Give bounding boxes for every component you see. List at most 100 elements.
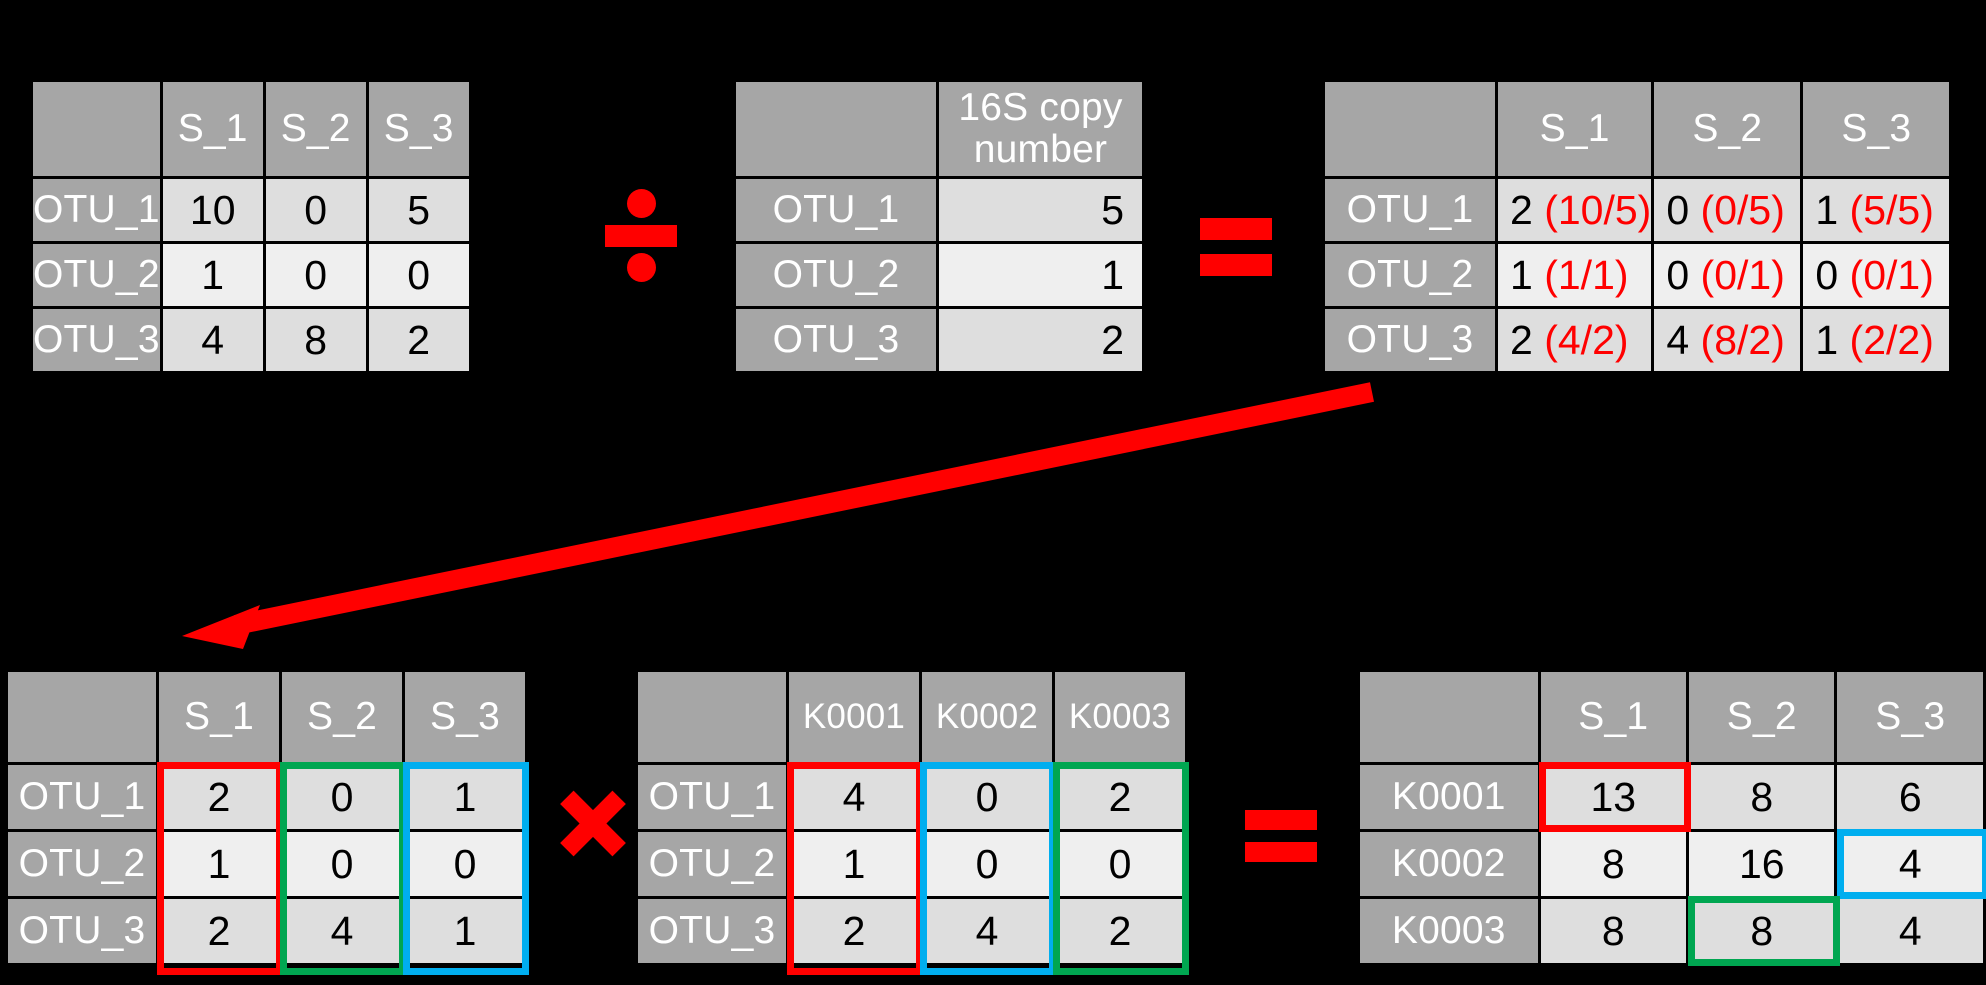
row-label-otu2: OTU_2	[33, 244, 160, 306]
otu-count-table: S_1 S_2 S_3 OTU_1 10 0 5 OTU_2 1 0 0 OTU…	[30, 79, 472, 374]
normalized-otu-sample-table: S_1 S_2 S_3 OTU_1 2 0 1 OTU_2 1 0 0 OTU_…	[5, 669, 528, 966]
column-header-s2: S_2	[282, 672, 402, 762]
value: 2	[1510, 316, 1533, 363]
divide-dot-top	[627, 189, 656, 218]
cell-otu2-s1: 1	[162, 244, 263, 306]
normalized-otu-table: S_1 S_2 S_3 OTU_1 2 (10/5) 0 (0/5) 1 (5/…	[1322, 79, 1953, 374]
cell-otu3-s1: 4	[162, 309, 263, 371]
fraction-note: (1/1)	[1544, 251, 1629, 298]
row-label-otu1: OTU_1	[1325, 179, 1495, 241]
cell-k0003-s3: 4	[1837, 899, 1983, 963]
table-row: OTU_1 2 (10/5) 0 (0/5) 1 (5/5)	[1325, 179, 1950, 241]
fraction-note: (0/1)	[1700, 251, 1785, 298]
corner-cell	[1325, 82, 1495, 176]
equals-operator-icon-bottom	[1245, 810, 1317, 868]
multiply-operator-icon	[556, 786, 630, 860]
fraction-note: (10/5)	[1544, 186, 1652, 233]
row-label-otu3: OTU_3	[1325, 309, 1495, 371]
row-label-k0002: K0002	[1360, 832, 1538, 896]
column-header-s2: S_2	[1654, 82, 1801, 176]
column-header-s2: S_2	[265, 82, 366, 176]
ko-sample-table: S_1 S_2 S_3 K0001 13 8 6 K0002 8 16 4 K0…	[1357, 669, 1986, 966]
cell-otu3-copies: 2	[939, 309, 1142, 371]
value: 1	[1510, 251, 1533, 298]
row-label-k0003: K0003	[1360, 899, 1538, 963]
value: 1	[1815, 316, 1839, 363]
cell-otu1-k0003: 2	[1055, 765, 1185, 829]
cell-k0002-s3: 4	[1837, 832, 1983, 896]
cell-k0001-s2: 8	[1689, 765, 1835, 829]
row-label-otu1: OTU_1	[638, 765, 786, 829]
row-label-otu2: OTU_2	[8, 832, 156, 896]
cell-otu3-k0001: 2	[789, 899, 919, 963]
row-label-otu1: OTU_1	[736, 179, 936, 241]
table-header-row: 16S copy number	[736, 82, 1142, 176]
column-header-k0001: K0001	[789, 672, 919, 762]
corner-cell	[736, 82, 936, 176]
cell-otu2-s3: 0	[368, 244, 469, 306]
table-row: K0003 8 8 4	[1360, 899, 1983, 963]
cell-otu2-s2: 0	[282, 832, 402, 896]
cell-otu2-s1: 1	[159, 832, 279, 896]
cell-k0002-s2: 16	[1689, 832, 1835, 896]
table-header-row: S_1 S_2 S_3	[8, 672, 525, 762]
row-label-otu1: OTU_1	[33, 179, 160, 241]
column-header-s2: S_2	[1689, 672, 1835, 762]
corner-cell	[33, 82, 160, 176]
fraction-note: (0/1)	[1849, 251, 1934, 298]
cell-otu2-k0002: 0	[922, 832, 1052, 896]
cell-otu3-s1: 2 (4/2)	[1498, 309, 1652, 371]
equals-bar-bottom	[1245, 842, 1317, 862]
equals-bar-bottom	[1200, 254, 1272, 276]
cell-otu1-k0001: 4	[789, 765, 919, 829]
cell-otu2-s2: 0	[265, 244, 366, 306]
row-label-otu1: OTU_1	[8, 765, 156, 829]
cell-otu1-s2: 0	[282, 765, 402, 829]
table-row: K0001 13 8 6	[1360, 765, 1983, 829]
cell-otu3-s1: 2	[159, 899, 279, 963]
fraction-note: (4/2)	[1544, 316, 1629, 363]
cell-otu1-k0002: 0	[922, 765, 1052, 829]
column-header-s1: S_1	[159, 672, 279, 762]
copy-number-table: 16S copy number OTU_1 5 OTU_2 1 OTU_3 2	[733, 79, 1145, 374]
cell-otu3-k0003: 2	[1055, 899, 1185, 963]
table-row: OTU_2 1 (1/1) 0 (0/1) 0 (0/1)	[1325, 244, 1950, 306]
cell-otu3-s3: 1 (2/2)	[1803, 309, 1950, 371]
table-row: OTU_2 1 0 0	[638, 832, 1185, 896]
fraction-note: (5/5)	[1849, 186, 1934, 233]
row-label-otu2: OTU_2	[1325, 244, 1495, 306]
cell-otu1-s3: 1 (5/5)	[1803, 179, 1950, 241]
flow-arrow-graphic	[182, 382, 1375, 649]
cell-otu1-s3: 1	[405, 765, 525, 829]
corner-cell	[1360, 672, 1538, 762]
divide-bar	[605, 225, 677, 247]
table-row: OTU_2 1 0 0	[33, 244, 469, 306]
cell-otu3-s3: 2	[368, 309, 469, 371]
equals-bar-top	[1200, 218, 1272, 240]
column-header-s1: S_1	[162, 82, 263, 176]
cell-otu1-s3: 5	[368, 179, 469, 241]
corner-cell	[638, 672, 786, 762]
column-header-s3: S_3	[1837, 672, 1983, 762]
table-row: OTU_3 2 (4/2) 4 (8/2) 1 (2/2)	[1325, 309, 1950, 371]
cell-otu1-copies: 5	[939, 179, 1142, 241]
table-header-row: S_1 S_2 S_3	[1325, 82, 1950, 176]
divide-dot-bottom	[627, 253, 656, 282]
table-row: OTU_3 2 4 2	[638, 899, 1185, 963]
column-header-s1: S_1	[1498, 82, 1652, 176]
column-header-k0003: K0003	[1055, 672, 1185, 762]
cell-otu1-s2: 0	[265, 179, 366, 241]
value: 1	[1815, 186, 1839, 233]
cell-k0002-s1: 8	[1540, 832, 1687, 896]
fraction-note: (2/2)	[1849, 316, 1934, 363]
table-header-row: S_1 S_2 S_3	[1360, 672, 1983, 762]
table-row: OTU_1 2 0 1	[8, 765, 525, 829]
cell-otu1-s1: 2	[159, 765, 279, 829]
cell-otu3-s2: 4	[282, 899, 402, 963]
cell-otu1-s1: 10	[162, 179, 263, 241]
cell-otu3-s2: 4 (8/2)	[1654, 309, 1801, 371]
cell-otu2-s1: 1 (1/1)	[1498, 244, 1652, 306]
row-label-k0001: K0001	[1360, 765, 1538, 829]
fraction-note: (0/5)	[1700, 186, 1785, 233]
